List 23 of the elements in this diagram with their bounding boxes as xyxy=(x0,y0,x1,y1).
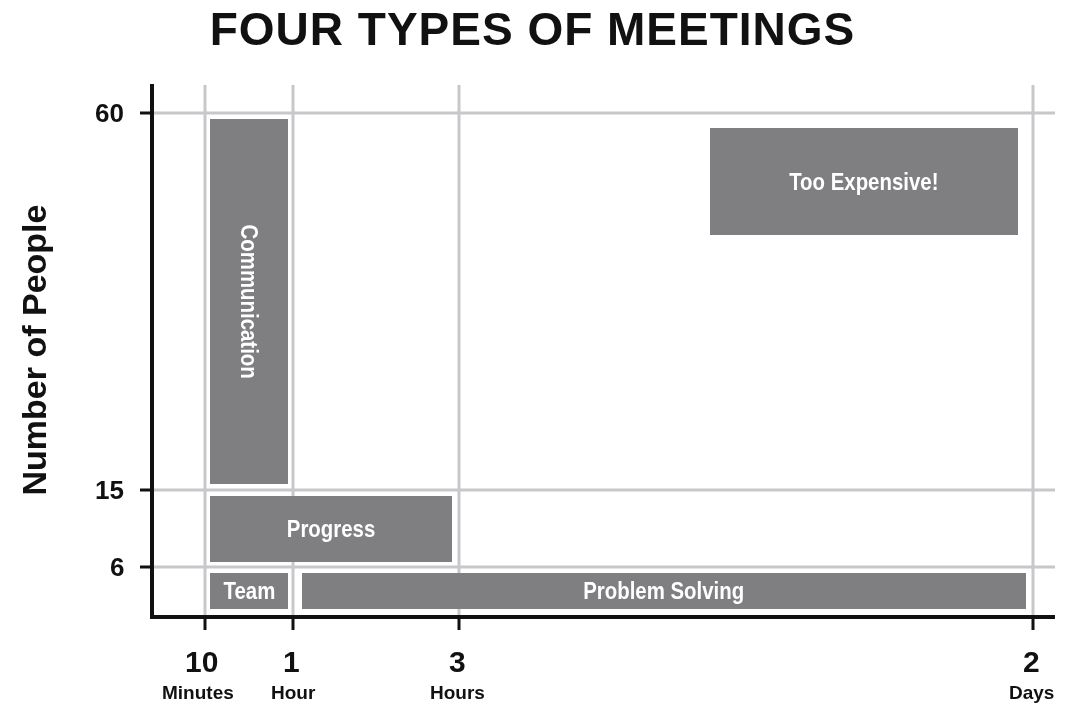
tick-label: 15 xyxy=(95,475,124,506)
tick-label: 10 xyxy=(185,645,219,679)
chart-title: FOUR TYPES OF MEETINGS xyxy=(208,2,857,56)
bar-label: Problem Solving xyxy=(583,577,745,605)
bar-label: Too Expensive! xyxy=(789,167,939,196)
axis-title: Number of People xyxy=(15,204,54,496)
meeting-type-bar xyxy=(302,573,1026,609)
tick-label: 2 xyxy=(1023,645,1040,679)
meeting-type-bar xyxy=(210,573,288,609)
bar-label: Progress xyxy=(286,515,376,543)
tick-label: 1 xyxy=(283,645,300,679)
tick-label: Minutes xyxy=(162,682,234,704)
meeting-type-bar xyxy=(210,496,452,562)
tick-label: 6 xyxy=(110,552,125,583)
tick-label: Hours xyxy=(430,682,485,704)
bar-label: Team xyxy=(223,577,275,605)
tick-label: 3 xyxy=(449,645,466,679)
tick-label: Days xyxy=(1009,682,1055,704)
meeting-type-bar xyxy=(210,119,288,484)
bar-label: Communication xyxy=(235,224,263,379)
meeting-type-region xyxy=(710,128,1018,235)
tick-label: 60 xyxy=(95,98,124,129)
tick-label: Hour xyxy=(271,682,316,704)
